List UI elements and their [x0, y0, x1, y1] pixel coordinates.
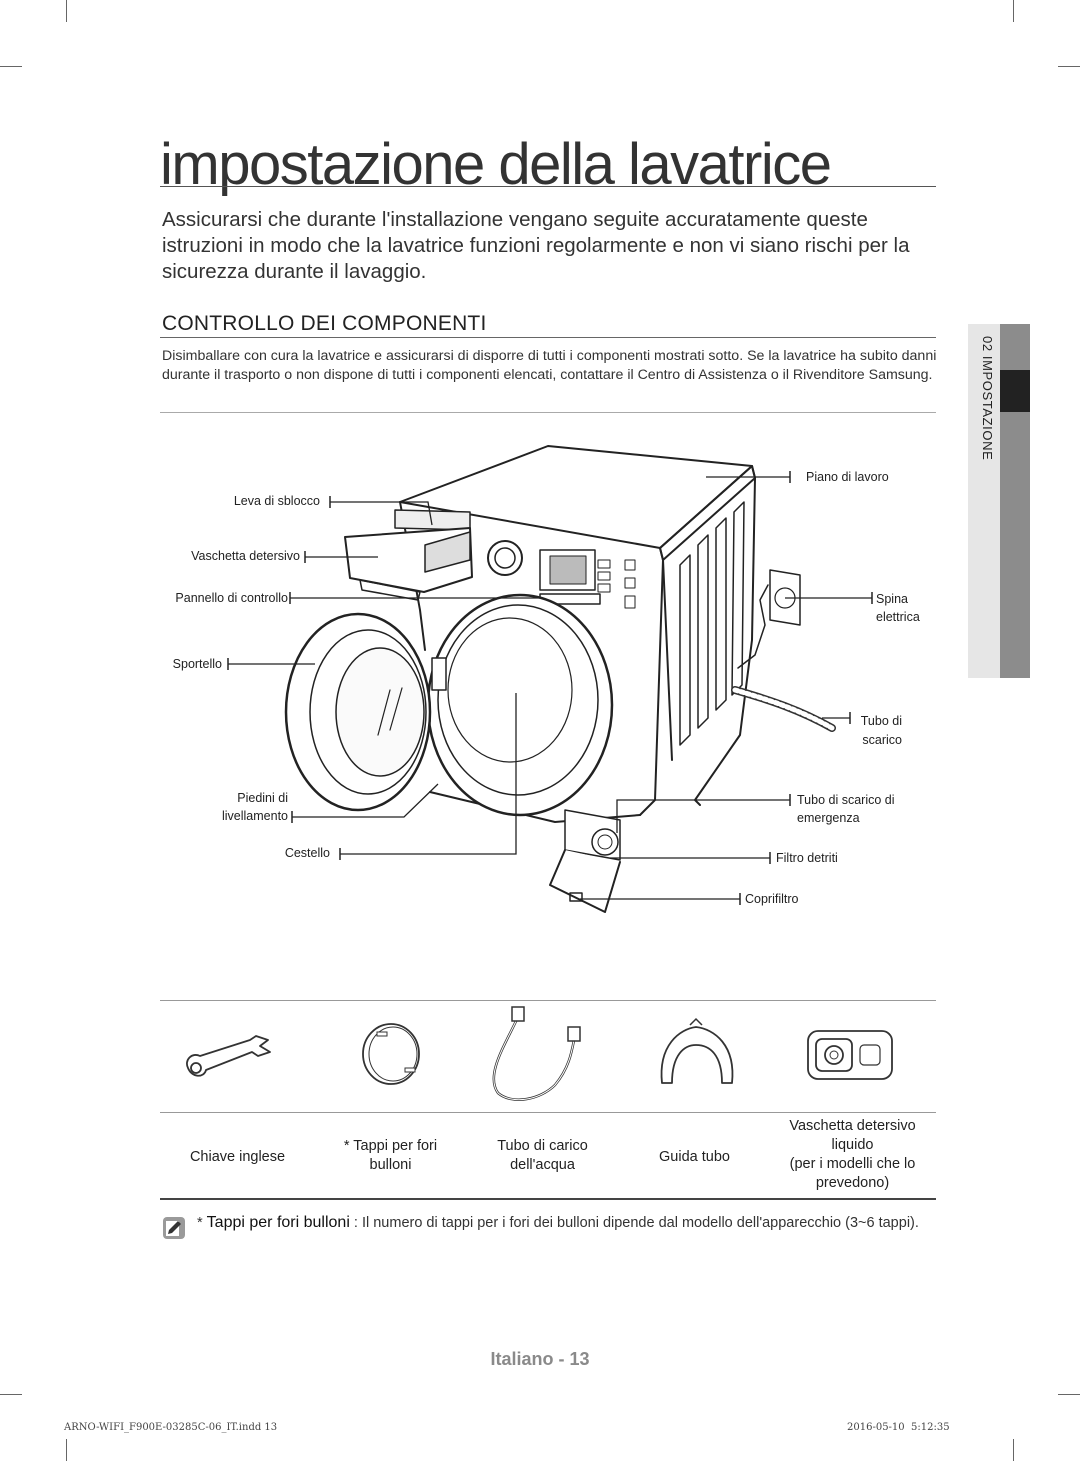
footer-file-name: ARNO-WIFI_F900E-03285C-06_IT.indd 13	[64, 1422, 278, 1433]
part-label-line: * Tappi per fori	[343, 1138, 438, 1154]
page-title: impostazione della lavatrice	[160, 132, 832, 197]
crop-mark	[0, 66, 22, 67]
section-title: CONTROLLO DEI COMPONENTI	[162, 312, 487, 335]
callout-tubo-scarico-line2: scarico	[862, 733, 902, 747]
hose-guide-icon	[660, 1017, 734, 1084]
callout-spina-line1: Spina	[876, 592, 908, 606]
parts-table-top-rule	[160, 1000, 936, 1001]
section-divider	[160, 337, 936, 338]
wrench-icon	[186, 1035, 271, 1077]
callout-tubo-emergenza-line1: Tubo di scarico di	[797, 793, 895, 807]
crop-mark	[66, 0, 67, 22]
crop-mark	[1058, 66, 1080, 67]
footer-timestamp: 2016-05-10 ￼ 5:12:35	[847, 1422, 950, 1433]
part-label-line: liquido	[831, 1137, 874, 1153]
title-divider	[160, 186, 936, 187]
parts-table-bottom-rule	[160, 1198, 936, 1200]
part-label-line: dell'acqua	[510, 1157, 575, 1173]
part-label-line: (per i modelli che lo	[789, 1156, 916, 1172]
water-hose-icon	[492, 1006, 581, 1101]
part-label-line: Tubo di carico	[497, 1138, 588, 1154]
part-label-chiave-inglese: Chiave inglese	[165, 1148, 310, 1167]
part-label-line: Chiave inglese	[189, 1149, 286, 1165]
callout-sportello: Sportello	[172, 657, 222, 671]
part-label-line: Guida tubo	[659, 1149, 730, 1165]
part-label-vaschetta-liquido: Vaschetta detersivo liquido (per i model…	[770, 1117, 935, 1193]
crop-mark	[1013, 1439, 1014, 1461]
callout-coprifiltro: Coprifiltro	[745, 892, 799, 906]
section-paragraph: Disimballare con cura la lavatrice e ass…	[162, 348, 937, 383]
chapter-tab-label: 02 IMPOSTAZIONE	[980, 336, 995, 461]
part-label-tubo-carico: Tubo di carico dell'acqua	[470, 1137, 615, 1175]
section-divider-bottom	[160, 412, 936, 413]
callout-piedini-line2: livellamento	[221, 809, 288, 823]
note-asterisk: *	[197, 1215, 207, 1231]
part-label-line: prevedono)	[815, 1175, 890, 1191]
crop-mark	[1058, 1394, 1080, 1395]
callout-tubo-emergenza-line2: emergenza	[797, 811, 860, 825]
crop-mark	[66, 1439, 67, 1461]
callout-leva-sblocco: Leva di sblocco	[233, 494, 320, 508]
note-bold-term: Tappi per fori bulloni	[206, 1214, 350, 1231]
washing-machine-diagram	[227, 445, 873, 913]
parts-table-mid-rule	[160, 1112, 936, 1113]
crop-mark	[0, 1394, 22, 1395]
note-pencil-icon	[163, 1217, 185, 1239]
note-body: : Il numero di tappi per i fori dei bull…	[349, 1215, 919, 1231]
note-paragraph: * Tappi per fori bulloni : Il numero di …	[197, 1212, 942, 1234]
callout-cestello: Cestello	[284, 846, 330, 860]
page-number: Italiano - 13	[490, 1349, 590, 1369]
part-label-tappi: * Tappi per fori bulloni	[318, 1137, 463, 1175]
callout-spina-line2: elettrica	[876, 610, 920, 624]
callout-filtro-detriti: Filtro detriti	[776, 851, 838, 865]
callout-piano-lavoro: Piano di lavoro	[806, 470, 889, 484]
part-label-line: Vaschetta detersivo	[789, 1118, 916, 1134]
crop-mark	[1013, 0, 1014, 22]
callout-pannello-controllo: Pannello di controllo	[175, 591, 288, 605]
chapter-tab-marker	[1000, 370, 1030, 412]
callout-tubo-scarico-line1: Tubo di	[860, 714, 902, 728]
part-label-line: bulloni	[369, 1157, 412, 1173]
bolt-cap-icon	[362, 1023, 420, 1085]
intro-paragraph: Assicurarsi che durante l'installazione …	[162, 208, 910, 283]
callout-vaschetta-detersivo: Vaschetta detersivo	[191, 549, 300, 563]
callout-piedini-line1: Piedini di	[237, 791, 288, 805]
part-label-guida-tubo: Guida tubo	[622, 1148, 767, 1167]
detergent-drawer-icon	[807, 1030, 893, 1080]
